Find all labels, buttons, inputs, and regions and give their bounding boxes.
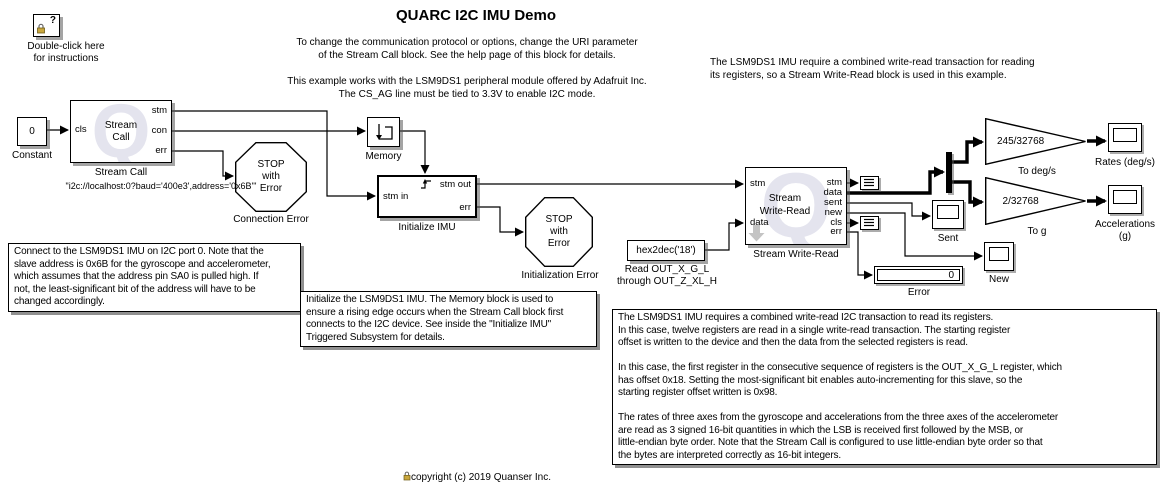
lock-icon	[37, 23, 45, 34]
port-sent-out: sent	[824, 197, 842, 208]
diagram-title: QUARC I2C IMU Demo	[395, 7, 556, 24]
terminator-stm-block[interactable]	[860, 176, 879, 190]
memory-block[interactable]	[367, 117, 400, 147]
port-stm-out: stm	[151, 105, 167, 116]
terminator-icon	[864, 218, 874, 227]
uri-note: To change the communication protocol or …	[296, 37, 638, 61]
port-data-out: data	[823, 187, 843, 198]
port-new-out: new	[824, 207, 842, 218]
accelerations-scope-label: Accelerations (g)	[1094, 219, 1156, 242]
constant-value: 0	[29, 126, 35, 137]
example-note: This example works with the LSM9DS1 peri…	[287, 76, 647, 100]
display-value: 0	[877, 269, 960, 281]
error-display-label: Error	[907, 287, 931, 298]
port-cls-out: cls	[830, 217, 842, 228]
initialization-error-label: Initialization Error	[521, 270, 599, 281]
new-scope-label: New	[988, 274, 1009, 285]
stream-write-read-label: Stream Write-Read	[753, 249, 839, 260]
copyright-text: copyright (c) 2019 Quanser Inc.	[410, 472, 552, 483]
question-mark-icon: ?	[49, 15, 56, 26]
instructions-label: Double-click here for instructions	[27, 41, 105, 64]
port-stm-in: stm	[750, 178, 766, 189]
stream-call-label: Stream Call	[94, 167, 148, 178]
constant-block[interactable]: 0	[17, 117, 47, 146]
terminator-icon	[864, 178, 874, 187]
write-read-note: The LSM9DS1 IMU require a combined write…	[710, 57, 1035, 81]
connection-error-stop-block[interactable]: STOP with Error	[235, 142, 307, 212]
stream-call-uri: "i2c://localhost:0?baud='400e3',address=…	[65, 181, 257, 191]
new-scope-block[interactable]	[984, 242, 1014, 271]
port-cls-in: cls	[75, 124, 87, 135]
constant-label: Constant	[11, 150, 53, 161]
copyright-line: copyright (c) 2019 Quanser Inc.	[372, 459, 582, 484]
memory-label: Memory	[365, 151, 402, 162]
initialization-error-stop-block[interactable]: STOP with Error	[525, 197, 593, 267]
to-degs-gain-block[interactable]: 245/32768	[985, 118, 1087, 165]
port-err-out: err	[459, 202, 471, 213]
write-direction-arrow-icon	[748, 225, 765, 242]
stream-write-read-block[interactable]: Q Stream Write-Read stm data stm data se…	[745, 167, 847, 245]
stop-text: STOP with Error	[545, 214, 573, 249]
to-g-label: To g	[1027, 226, 1047, 237]
sent-scope-label: Sent	[937, 233, 959, 244]
octagon-shape	[525, 197, 593, 267]
port-err-out: err	[155, 145, 167, 156]
rates-scope-label: Rates (deg/s)	[1094, 157, 1156, 168]
stop-text: STOP with Error	[257, 159, 285, 194]
stream-write-read-name: Stream Write-Read	[759, 193, 811, 217]
stream-call-name: Stream Call	[104, 119, 138, 143]
terminator-cls-block[interactable]	[860, 216, 879, 230]
instructions-block[interactable]: ?	[33, 14, 60, 37]
rates-scope-block[interactable]	[1108, 123, 1142, 152]
to-degs-label: To deg/s	[1018, 166, 1056, 177]
port-stm-out: stm	[826, 177, 842, 188]
scope-screen-icon	[1113, 128, 1137, 142]
initialize-note-box: Initialize the LSM9DS1 IMU. The Memory b…	[300, 291, 597, 347]
quarc-q-watermark: Q	[91, 101, 151, 162]
gain-triangle-shape	[985, 118, 1086, 165]
demux-block[interactable]	[946, 152, 952, 193]
initialize-imu-label: Initialize IMU	[398, 222, 456, 233]
hex2dec-constant-block[interactable]: hex2dec('18')	[627, 240, 705, 261]
connection-error-label: Connection Error	[233, 214, 309, 225]
memory-icon	[376, 124, 393, 140]
error-display-block[interactable]: 0	[874, 266, 963, 284]
hex2dec-label: Read OUT_X_G_L through OUT_Z_XL_H	[616, 264, 718, 287]
hex2dec-value: hex2dec('18')	[636, 245, 696, 256]
connect-note-box: Connect to the LSM9DS1 IMU on I2C port 0…	[8, 243, 301, 312]
octagon-shape	[235, 142, 307, 212]
port-err-out: err	[830, 226, 842, 237]
register-note-box: The LSM9DS1 IMU requires a combined writ…	[612, 309, 1157, 465]
port-con-out: con	[151, 125, 167, 136]
scope-screen-icon	[989, 247, 1009, 261]
gain-value: 245/32768	[996, 136, 1045, 147]
sent-scope-block[interactable]	[932, 200, 964, 229]
initialize-imu-subsystem[interactable]: stm in stm out err	[377, 175, 477, 218]
gain-triangle-shape	[985, 177, 1086, 225]
stream-call-block[interactable]: Q Stream Call cls stm con err	[70, 100, 172, 163]
port-stm-out: stm out	[439, 179, 471, 190]
port-stm-in: stm in	[383, 191, 409, 202]
scope-screen-icon	[1113, 190, 1137, 204]
port-data-in: data	[750, 217, 769, 228]
gain-value: 2/32768	[1002, 195, 1039, 207]
lock-icon	[403, 471, 411, 481]
accelerations-scope-block[interactable]	[1108, 185, 1142, 214]
scope-screen-icon	[937, 205, 959, 219]
quarc-q-watermark: Q	[760, 168, 832, 244]
to-g-gain-block[interactable]: 2/32768	[985, 177, 1087, 225]
trigger-icon	[421, 179, 431, 189]
